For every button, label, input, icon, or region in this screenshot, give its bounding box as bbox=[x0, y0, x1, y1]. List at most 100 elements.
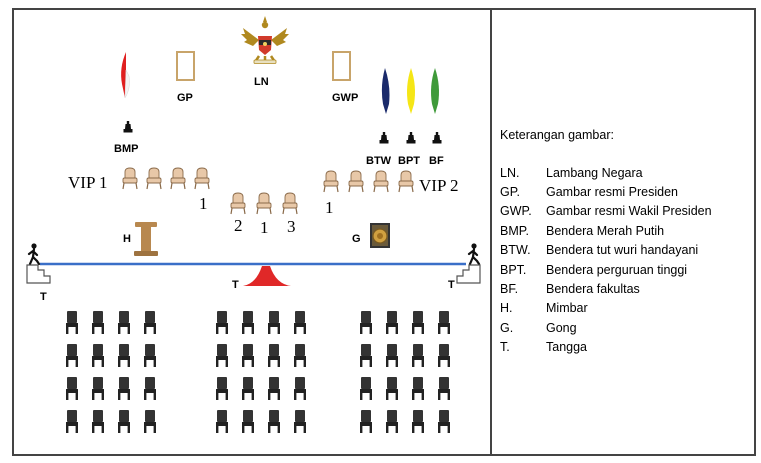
legend-text: Lambang Negara bbox=[546, 165, 643, 180]
label-h: H bbox=[123, 233, 131, 245]
merah-putih-flag-icon bbox=[121, 52, 130, 99]
audience-chair bbox=[360, 410, 372, 433]
vip-chair bbox=[348, 170, 364, 193]
audience-chair bbox=[118, 311, 130, 334]
label-bf: BF bbox=[429, 155, 444, 167]
legend-item: H.Mimbar bbox=[500, 299, 760, 318]
legend-code: G. bbox=[500, 320, 514, 335]
legend-item: GP. Gambar resmi Presiden bbox=[500, 182, 760, 201]
audience-chair bbox=[386, 377, 398, 400]
seat-number-right: 1 bbox=[325, 198, 334, 217]
vip-chair bbox=[256, 192, 272, 215]
audience-chair bbox=[118, 344, 130, 367]
audience-chair bbox=[360, 344, 372, 367]
audience-chair bbox=[92, 410, 104, 433]
vip-chair bbox=[398, 170, 414, 193]
legend-text: Mimbar bbox=[546, 301, 588, 316]
flag-stand-btw bbox=[379, 132, 389, 144]
audience-chair bbox=[438, 344, 450, 367]
audience-chair bbox=[412, 311, 424, 334]
label-vip1: VIP 1 bbox=[68, 173, 108, 192]
vip-chair bbox=[323, 170, 339, 193]
left-stairs-icon bbox=[26, 264, 51, 284]
legend-text: Bendera fakultas bbox=[546, 282, 640, 297]
gong-icon bbox=[370, 223, 390, 248]
legend-text: Gambar resmi Wakil Presiden bbox=[546, 204, 712, 219]
audience-chair bbox=[216, 344, 228, 367]
audience-chair bbox=[268, 377, 280, 400]
legend-code: GWP. bbox=[500, 204, 532, 219]
label-t-left: T bbox=[40, 291, 47, 303]
person-climbing-icon bbox=[467, 242, 481, 266]
audience-chair bbox=[294, 410, 306, 433]
vip-chair bbox=[230, 192, 246, 215]
btw-flag-icon bbox=[381, 68, 390, 114]
audience-chair bbox=[144, 410, 156, 433]
right-stairs-icon bbox=[456, 264, 481, 284]
vip-chair bbox=[122, 167, 138, 190]
audience-chair bbox=[386, 344, 398, 367]
legend-code: BTW. bbox=[500, 243, 531, 258]
seat-number-center-b: 1 bbox=[260, 218, 269, 237]
label-ln: LN bbox=[254, 76, 269, 88]
audience-chair bbox=[294, 344, 306, 367]
vip-chair bbox=[170, 167, 186, 190]
legend-item: BTW. Bendera tut wuri handayani bbox=[500, 241, 760, 260]
legend-code: T. bbox=[500, 340, 510, 355]
legend-text: Bendera perguruan tinggi bbox=[546, 262, 688, 277]
label-t-right: T bbox=[448, 279, 455, 291]
vip-chair bbox=[194, 167, 210, 190]
legend-code: GP. bbox=[500, 185, 520, 200]
seat-number-center-a: 2 bbox=[234, 216, 243, 235]
audience-chair bbox=[66, 344, 78, 367]
audience-chair bbox=[412, 344, 424, 367]
audience-chair bbox=[92, 311, 104, 334]
diagram-frame bbox=[12, 8, 756, 456]
president-portrait-frame bbox=[176, 51, 195, 81]
audience-chair bbox=[216, 377, 228, 400]
legend-code: LN. bbox=[500, 165, 520, 180]
legend-item: BPT.Bendera perguruan tinggi bbox=[500, 260, 760, 279]
audience-chair bbox=[438, 377, 450, 400]
audience-chair bbox=[92, 344, 104, 367]
audience-chair bbox=[144, 311, 156, 334]
label-bpt: BPT bbox=[398, 155, 420, 167]
audience-chair bbox=[242, 377, 254, 400]
audience-chair bbox=[268, 311, 280, 334]
seat-number-center-c: 3 bbox=[287, 217, 296, 236]
label-gwp: GWP bbox=[332, 92, 358, 104]
audience-chair bbox=[216, 410, 228, 433]
garuda-emblem-icon bbox=[241, 16, 289, 64]
audience-chair bbox=[242, 410, 254, 433]
legend-title: Keterangan gambar: bbox=[500, 128, 614, 142]
legend-text: Gambar resmi Presiden bbox=[546, 185, 678, 200]
audience-chair bbox=[294, 377, 306, 400]
legend-item: G.Gong bbox=[500, 318, 760, 337]
audience-chair bbox=[216, 311, 228, 334]
vip-chair bbox=[373, 170, 389, 193]
legend-code: BF. bbox=[500, 282, 519, 297]
audience-chair bbox=[92, 377, 104, 400]
seat-number-left: 1 bbox=[199, 194, 208, 213]
person-climbing-icon bbox=[27, 242, 41, 266]
audience-chair bbox=[268, 344, 280, 367]
legend-text: Bendera Merah Putih bbox=[546, 223, 665, 238]
audience-seating bbox=[66, 311, 450, 433]
bf-flag-icon bbox=[431, 68, 439, 114]
audience-chair bbox=[412, 410, 424, 433]
audience-chair bbox=[294, 311, 306, 334]
legend-text: Tangga bbox=[546, 340, 588, 355]
audience-chair bbox=[242, 344, 254, 367]
audience-chair bbox=[242, 311, 254, 334]
vip-chair bbox=[146, 167, 162, 190]
legend-text: Bendera tut wuri handayani bbox=[546, 243, 699, 258]
audience-chair bbox=[386, 410, 398, 433]
label-g: G bbox=[352, 233, 361, 245]
audience-chair bbox=[438, 311, 450, 334]
label-t-center: T bbox=[232, 279, 239, 291]
podium-icon bbox=[134, 222, 158, 256]
legend-item: LN. Lambang Negara bbox=[500, 163, 760, 182]
